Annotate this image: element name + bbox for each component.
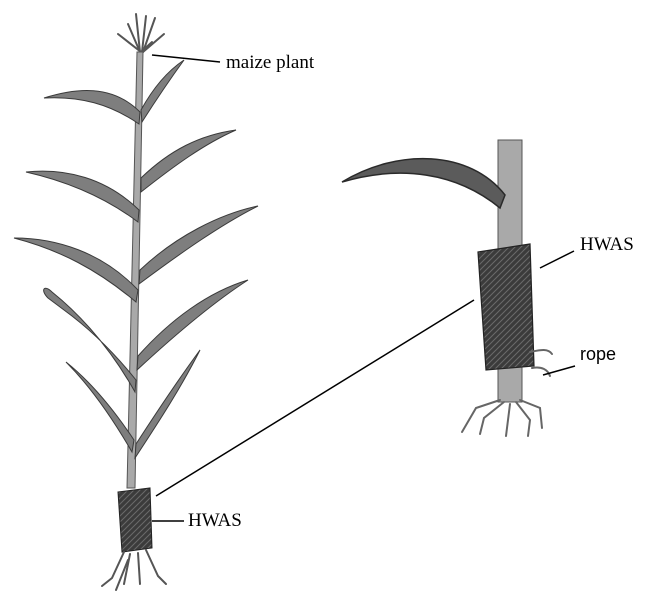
hwas-detail-label: HWAS xyxy=(580,235,634,254)
leader-hwas-detail xyxy=(540,251,574,268)
leaf xyxy=(141,130,236,192)
connector-line xyxy=(156,300,474,496)
maize-plant xyxy=(14,14,258,590)
leaf xyxy=(139,206,258,284)
plant-hwas-sleeve xyxy=(118,488,152,552)
tassel xyxy=(118,14,164,52)
leaf xyxy=(135,350,200,458)
leaf xyxy=(66,362,134,452)
hwas-plant-label: HWAS xyxy=(188,511,242,530)
leaf xyxy=(44,288,136,392)
leaf xyxy=(141,60,184,122)
leaf xyxy=(44,90,140,124)
hwas-detail-view xyxy=(342,140,552,436)
leaf xyxy=(14,238,138,302)
detail-roots xyxy=(462,400,542,436)
detail-leaf xyxy=(342,159,505,208)
leader-maize-plant xyxy=(152,55,220,62)
detail-hwas-sleeve xyxy=(478,244,534,370)
rope-label: rope xyxy=(580,345,616,363)
maize-plant-label: maize plant xyxy=(226,53,314,72)
leaf xyxy=(26,171,139,222)
leaf xyxy=(137,280,248,370)
plant-roots xyxy=(102,550,166,590)
